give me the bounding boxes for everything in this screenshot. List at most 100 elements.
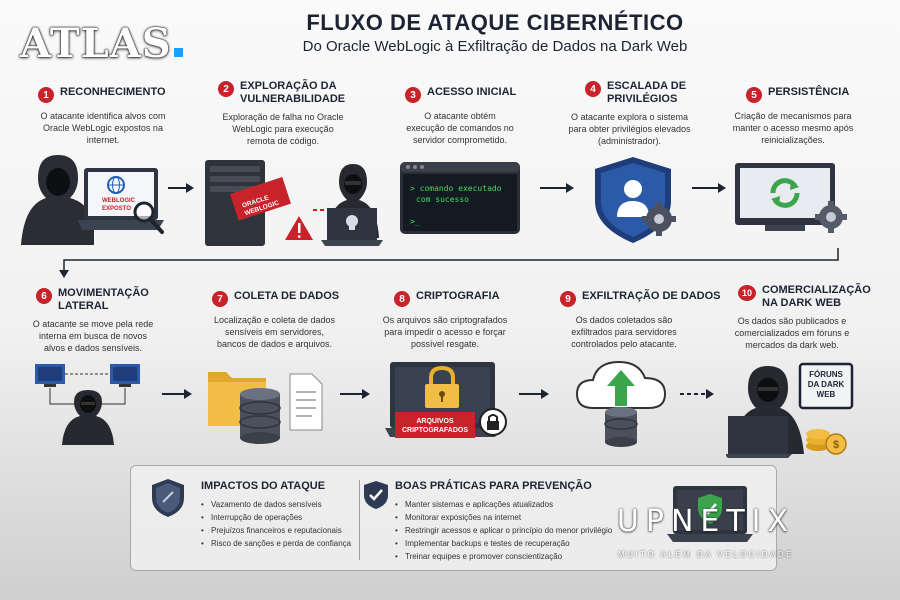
page-subtitle: Do Oracle WebLogic à Exfiltração de Dado… (302, 38, 688, 55)
list-item: Treinar equipes e promover conscientizaç… (395, 550, 625, 563)
impacts-section: IMPACTOS DO ATAQUE Vazamento de dados se… (201, 480, 361, 550)
coins-icon: $ (806, 429, 847, 455)
magnifier-icon (133, 201, 164, 234)
list-item: Prejuízos financeiros e reputacionais (201, 524, 361, 537)
step-description: Exploração de falha no Oracle WebLogic p… (222, 112, 344, 146)
arrow-right-icon (519, 389, 549, 399)
step-number: 6 (36, 288, 52, 304)
practices-list: Manter sistemas e aplicações atualizados… (395, 498, 625, 563)
step-number: 1 (38, 87, 54, 103)
darkweb-seller-illustration: FÓRUNS DA DARK WEB $ (726, 358, 856, 458)
list-item: Vazamento de dados sensíveis (201, 498, 361, 511)
practices-title: BOAS PRÁTICAS PARA PREVENÇÃO (395, 480, 592, 492)
step-8: 8 CRIPTOGRAFIA Os arquivos são criptograf… (383, 290, 564, 350)
check-shield-icon (364, 481, 388, 509)
step-title: PERSISTÊNCIA (768, 86, 850, 98)
darkweb-sign-text: DA DARK (808, 380, 845, 389)
list-item: Manter sistemas e aplicações atualizados (395, 498, 625, 511)
upnetix-tagline: MUITO ALÉM DA VELOCIDADE (618, 550, 794, 559)
step-title: EXFILTRAÇÃO DE DADOS (582, 290, 721, 302)
network-node-icon (35, 364, 65, 387)
database-icon (604, 407, 638, 447)
connector-arrow-icon (59, 248, 839, 278)
darkweb-sign-icon (798, 362, 854, 410)
skull-icon (346, 215, 358, 227)
list-item: Risco de sanções e perda de confiança (201, 537, 361, 550)
warning-icon (285, 216, 313, 240)
list-item: Monitorar exposições na internet (395, 511, 625, 524)
step-6: 6 MOVIMENTAÇÃO LATERAL O atacante se move… (33, 287, 206, 354)
document-icon (289, 373, 323, 431)
step-title: RECONHECIMENTO (60, 86, 166, 98)
step-description: Os dados são publicados e comercializado… (734, 316, 850, 350)
step-number: 9 (560, 291, 576, 307)
arrow-right-icon (162, 389, 192, 399)
step-number: 4 (585, 81, 601, 97)
hacker-icon (62, 390, 114, 445)
exfiltration-cloud-illustration (575, 356, 670, 448)
upnetix-logo: UPNETIX (616, 504, 796, 539)
list-item: Interrupção de operações (201, 511, 361, 524)
step-number: 3 (405, 87, 421, 103)
arrow-right-icon (540, 183, 574, 193)
step-title: COMERCIALIZAÇÃO NA DARK WEB (762, 284, 871, 309)
panel-divider (359, 480, 360, 560)
network-node-icon (110, 364, 140, 387)
terminal-line: > comando executado (410, 184, 502, 193)
impacts-title: IMPACTOS DO ATAQUE (201, 480, 326, 492)
summary-panel: IMPACTOS DO ATAQUE Vazamento de dados se… (130, 465, 777, 571)
step-number: 10 (738, 285, 756, 301)
step-10: 10 COMERCIALIZAÇÃO NA DARK WEB Os dados s… (735, 284, 900, 351)
svg-text:$: $ (833, 439, 839, 451)
persistence-monitor-illustration (735, 163, 855, 238)
shield-icon (152, 479, 184, 517)
step-description: Os arquivos são criptografados para impe… (382, 315, 508, 349)
step-description: O atacante se move pela rede interna em … (32, 319, 154, 353)
step-title: MOVIMENTAÇÃO LATERAL (58, 287, 149, 312)
gear-icon (815, 201, 847, 233)
oracle-label-icon: ORACLEWEBLOGIC (229, 177, 291, 221)
atlas-logo: ATLAS (20, 20, 183, 67)
hacker-icon (21, 155, 94, 245)
step-description: Localização e coleta de dados sensíveis … (213, 315, 336, 349)
terminal-line: com sucesso (416, 195, 469, 204)
user-icon (617, 180, 649, 217)
database-icon (239, 388, 281, 444)
arrow-right-icon (692, 183, 726, 193)
gear-icon (642, 202, 676, 236)
step-number: 5 (746, 87, 762, 103)
step-title: CRIPTOGRAFIA (416, 290, 500, 302)
step-description: O atacante explora o sistema para obter … (568, 112, 691, 146)
page-title: FLUXO DE ATAQUE CIBERNÉTICO (306, 10, 684, 35)
practices-section: BOAS PRÁTICAS PARA PREVENÇÃO Manter sist… (395, 480, 625, 563)
terminal-illustration: > comando executado com sucesso >_ (400, 162, 520, 234)
list-item: Implementar backups e testes de recupera… (395, 537, 625, 550)
step-description: Criação de mecanismos para manter o aces… (732, 111, 854, 145)
refresh-icon (770, 178, 800, 208)
impacts-list: Vazamento de dados sensíveis Interrupção… (201, 498, 361, 550)
step-1: 1 RECONHECIMENTO O atacante identifica al… (38, 86, 208, 146)
padlock-icon (425, 365, 459, 408)
step-description: Os dados coletados são exfiltrados para … (571, 315, 677, 349)
lock-badge-icon (479, 408, 507, 436)
darkweb-sign-text: FÓRUNS (809, 370, 843, 379)
step-description: O atacante identifica alvos com Oracle W… (40, 111, 166, 145)
step-description: O atacante obtém execução de comandos no… (406, 111, 514, 145)
upload-arrow-icon (607, 370, 635, 406)
server-attack-illustration: ORACLEWEBLOGIC (205, 160, 385, 250)
darkweb-sign-text: WEB (817, 390, 836, 399)
network-hacker-illustration (30, 360, 145, 445)
terminal-prompt: >_ (410, 217, 420, 226)
step-9: 9 EXFILTRAÇÃO DE DADOS Os dados coletados… (560, 290, 730, 350)
monitor-icon (735, 163, 835, 231)
step-number: 8 (394, 291, 410, 307)
step-title: EXPLORAÇÃO DA VULNERABILIDADE (240, 80, 346, 105)
step-title: COLETA DE DADOS (234, 290, 340, 302)
step-5: 5 PERSISTÊNCIA Criação de mecanismos para… (733, 86, 900, 146)
